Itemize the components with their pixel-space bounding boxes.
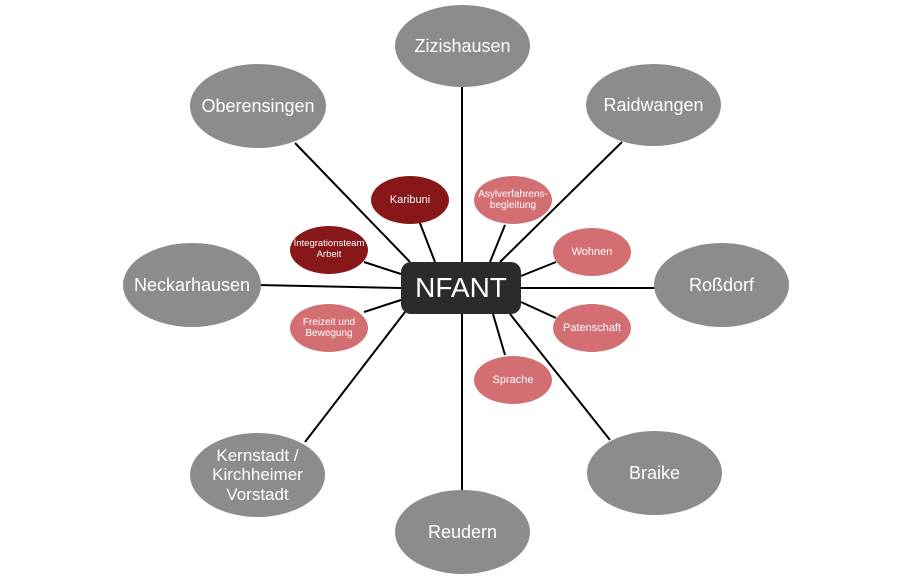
node-integration: Integrationsteam Arbeit (290, 226, 368, 274)
line-raidwangen (499, 141, 623, 263)
line-braike (509, 313, 611, 441)
line-neckarhausen (257, 284, 402, 289)
node-rossdorf: Roßdorf (654, 243, 789, 327)
node-raidwangen: Raidwangen (586, 64, 721, 146)
node-sprache: Sprache (474, 356, 552, 404)
line-kernstadt (304, 311, 406, 443)
node-zizishausen: Zizishausen (395, 5, 530, 87)
node-karibuni: Karibuni (371, 176, 449, 224)
node-wohnen: Wohnen (553, 228, 631, 276)
line-asyl (489, 224, 506, 263)
line-sprache (492, 313, 506, 356)
node-asyl: Asylverfahrens- begleitung (474, 176, 552, 224)
node-neckarhausen: Neckarhausen (123, 243, 261, 327)
center-node: NFANT (401, 262, 521, 314)
node-patenschaft: Patenschaft (553, 304, 631, 352)
line-karibuni (417, 217, 436, 263)
node-reudern: Reudern (395, 490, 530, 574)
node-oberensingen: Oberensingen (190, 64, 326, 148)
line-oberensingen (294, 142, 411, 263)
node-braike: Braike (587, 431, 722, 515)
line-freizeit (363, 299, 402, 313)
line-wohnen (520, 261, 557, 277)
node-freizeit: Freizeit und Bewegung (290, 304, 368, 352)
line-patenschaft (520, 301, 557, 319)
line-integration (363, 261, 402, 275)
node-kernstadt: Kernstadt / Kirchheimer Vorstadt (190, 433, 325, 517)
